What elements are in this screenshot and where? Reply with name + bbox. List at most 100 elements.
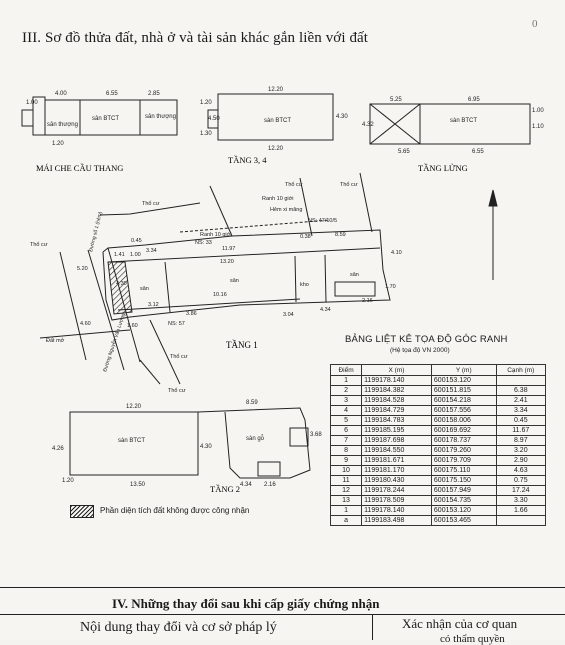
site-dim-7: 13.20 — [220, 259, 234, 265]
coord-cell-y: 600154.218 — [430, 395, 497, 406]
f2-dim-1: 12.20 — [126, 404, 142, 410]
section4-col2: Xác nhận của cơ quan — [402, 616, 518, 631]
coord-cell-x: 1199178.140 — [361, 375, 432, 386]
roof-dim-4: 1.00 — [26, 100, 38, 106]
site-dim-9: 3.12 — [148, 302, 159, 308]
coord-cell-x: 1199178.140 — [361, 505, 432, 516]
mezz-right-top: 1.00 — [532, 108, 544, 114]
coord-cell-edge: 2.90 — [495, 455, 547, 466]
coord-cell-x: 1199184.550 — [361, 445, 432, 456]
site-dim-4: 11.97 — [222, 246, 235, 252]
section4-col2b: có thẩm quyền — [440, 633, 505, 645]
coord-cell-point: 9 — [329, 455, 363, 466]
mezz-left: 4.32 — [362, 122, 374, 128]
site-dim-12: 4.34 — [320, 307, 331, 313]
unrecognized-area-hatch — [107, 261, 133, 315]
f2-room1: sàn BTCT — [118, 438, 145, 444]
f2-dim-9: 3.68 — [310, 432, 322, 438]
roof-room2: sân BTCT — [92, 116, 119, 122]
f2-dim-3: 4.26 — [52, 446, 64, 452]
coord-cell-point: 13 — [329, 495, 363, 506]
coord-cell-edge: 3.30 — [495, 495, 547, 506]
coord-cell-x: 1199184.783 — [361, 415, 432, 426]
coord-cell-point: 11 — [329, 475, 363, 486]
site-tho-cu-5: Thổ cư — [170, 353, 188, 360]
f34-left-top: 1.20 — [200, 100, 212, 106]
coord-cell-edge: 17.24 — [495, 485, 547, 496]
roof-room1: sân thượng — [47, 122, 78, 128]
coord-cell-x: 1199181.671 — [361, 455, 432, 466]
coord-cell-y: 600175.150 — [430, 475, 497, 486]
coord-cell-y: 600154.735 — [430, 495, 497, 506]
coord-cell-x: 1199180.430 — [361, 475, 432, 486]
site-ns3: NS: 57 — [168, 321, 185, 327]
section4-header-row — [0, 614, 565, 641]
mezz-outline — [369, 103, 531, 145]
f34-bottom: 12.20 — [268, 146, 284, 152]
mezz-room: sàn BTCT — [450, 118, 477, 124]
site-dim-11: 3.04 — [283, 312, 294, 318]
coord-cell-y: 600153.465 — [430, 515, 497, 526]
floor34-outline — [217, 93, 334, 141]
roof-room3: sân thượng — [145, 114, 176, 120]
site-ranh-2: Ranh 10 giới — [200, 232, 231, 238]
coord-header-edge: Cạnh (m) — [495, 364, 547, 376]
coord-cell-y: 600153.120 — [430, 505, 497, 516]
f2-caption: TẦNG 2 — [210, 484, 240, 494]
coord-table-title: BẢNG LIỆT KÊ TỌA ĐỘ GÓC RANH — [345, 334, 508, 345]
coord-cell-x: 1199184.729 — [361, 405, 432, 416]
legend-hatch-swatch — [70, 505, 94, 518]
coord-cell-y: 600151.815 — [430, 385, 497, 396]
site-ns2: NS: 47/10/5 — [308, 218, 337, 224]
site-dim-8: 10.16 — [213, 292, 227, 298]
f34-room: sàn BTCT — [264, 118, 291, 124]
coord-cell-edge: 6.38 — [495, 385, 547, 396]
coord-cell-edge: 3.34 — [495, 405, 547, 416]
site-tho-cu-1: Thổ cư — [142, 200, 160, 207]
coord-cell-edge — [495, 375, 547, 386]
coord-cell-edge: 8.97 — [495, 435, 547, 446]
f34-left-mid: 4.50 — [208, 116, 220, 122]
coord-cell-point: 4 — [329, 405, 363, 416]
roof-outline — [44, 99, 178, 136]
page-mark: 0 — [532, 18, 538, 30]
site-room-1: sân — [140, 286, 149, 292]
coord-cell-y: 600179.260 — [430, 445, 497, 456]
roof-dim-1: 4.00 — [55, 91, 67, 97]
roof-dim-2: 6.55 — [106, 91, 118, 97]
roof-caption: MÁI CHE CẦU THANG — [36, 163, 123, 173]
coord-cell-y: 600153.120 — [430, 375, 497, 386]
site-street-bottom: Đường Nguyễn Văn Lượng — [101, 312, 127, 372]
coord-cell-x: 1199184.528 — [361, 395, 432, 406]
coord-table-subtitle: (Hệ tọa độ VN 2000) — [390, 347, 450, 354]
coord-cell-point: a — [329, 515, 363, 526]
site-room-kho: kho — [300, 282, 309, 288]
f2-dim-6: 13.50 — [130, 482, 146, 488]
coord-cell-point: 6 — [329, 425, 363, 436]
site-caption: TẦNG 1 — [226, 340, 258, 350]
coord-cell-x: 1199181.170 — [361, 465, 432, 476]
site-tho-cu-4: Thổ cư — [30, 241, 48, 248]
site-ranh-1: Ranh 10 giới — [262, 196, 293, 202]
site-dim-17: 4.30 — [116, 281, 127, 287]
coord-cell-point: 1 — [329, 375, 363, 386]
coord-cell-point: 5 — [329, 415, 363, 426]
site-room-2: sân — [230, 278, 239, 284]
coord-cell-edge: 0.75 — [495, 475, 547, 486]
mezz-top-l: 5.25 — [390, 97, 402, 103]
site-dim-16: 0.45 — [131, 238, 142, 244]
